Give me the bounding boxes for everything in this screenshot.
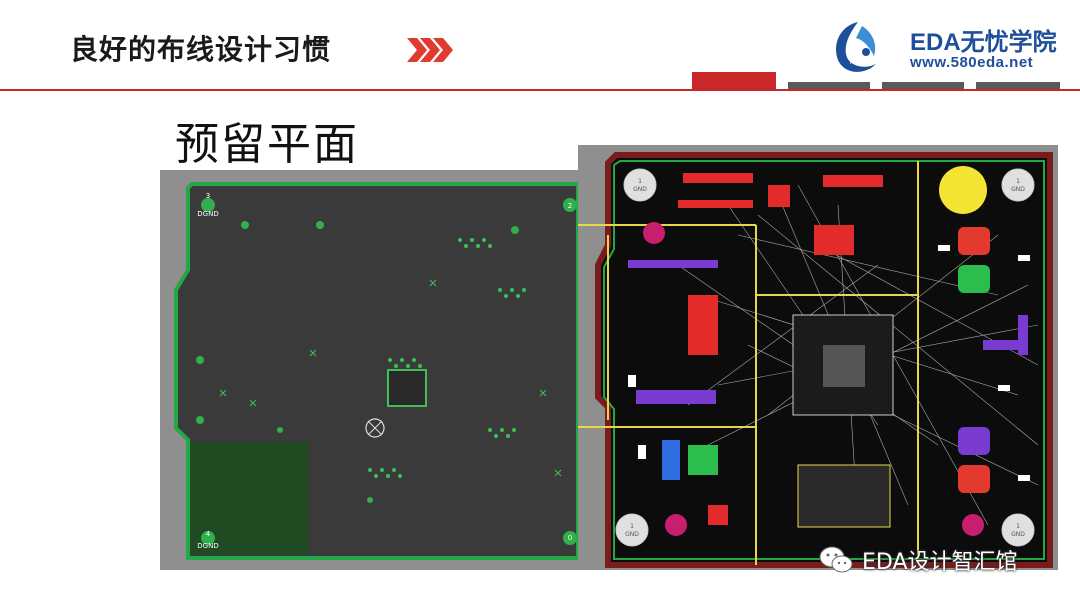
via-field — [368, 238, 526, 478]
hole-label: GND — [633, 186, 647, 193]
hole-label: GND — [1011, 186, 1025, 193]
slide-subtitle: 预留平面 — [175, 119, 359, 170]
corner-label: 0 — [568, 534, 572, 542]
hole-label: 1 — [1016, 523, 1020, 530]
corner-label: 4 — [206, 530, 211, 538]
pcb-layout-image: 1 GND 1 GND 1 GND 1 GND — [578, 145, 1058, 570]
watermark-text: EDA设计智汇馆 — [862, 550, 1018, 575]
hole-label: GND — [625, 531, 639, 538]
watermark: EDA设计智汇馆 — [818, 543, 1018, 577]
triple-chevron-right-icon — [407, 38, 453, 62]
hole-label: GND — [1011, 531, 1025, 538]
corner-label: DGND — [197, 542, 218, 550]
slide-title: 良好的布线设计习惯 — [70, 33, 332, 66]
corner-label: DGND — [197, 210, 218, 218]
header-tab — [976, 82, 1060, 89]
header-tab — [788, 82, 870, 89]
eda-logo-icon — [836, 22, 876, 72]
header-tab — [882, 82, 964, 89]
pcb-plane-image: 3 DGND 2 4 DGND 0 — [160, 170, 585, 570]
hole-label: 1 — [630, 523, 634, 530]
header-tab-active — [692, 72, 776, 89]
brand-name: EDA无忧学院 — [910, 29, 1057, 56]
corner-label: 3 — [206, 192, 210, 200]
corner-label: 2 — [568, 202, 572, 210]
brand-url: www.580eda.net — [910, 54, 1034, 71]
hole-label: 1 — [638, 178, 642, 185]
header-divider — [0, 89, 1080, 91]
wechat-icon — [819, 546, 853, 573]
hole-label: 1 — [1016, 178, 1020, 185]
